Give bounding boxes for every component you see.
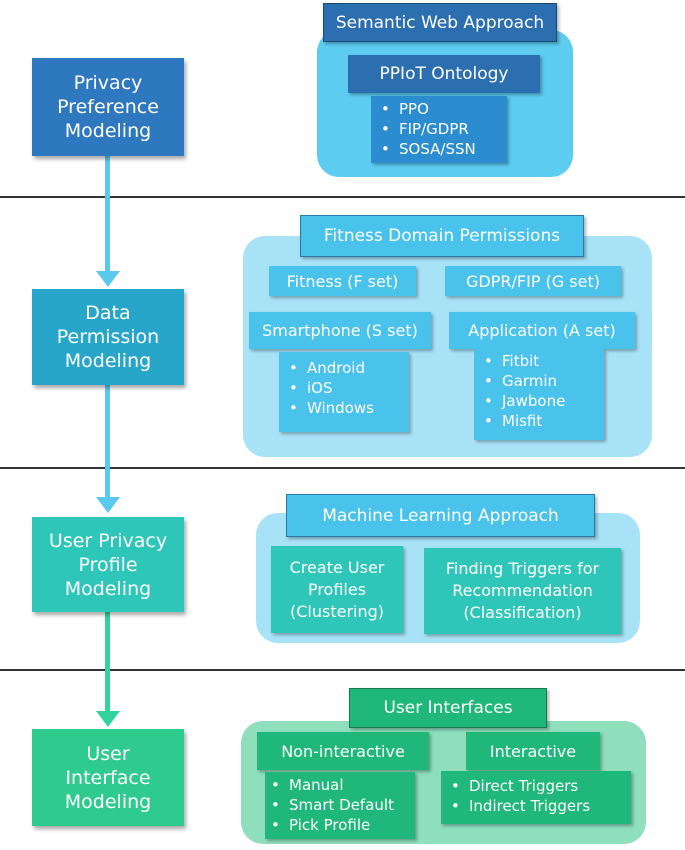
ontology-list: PPO FIP/GDPR SOSA/SSN <box>371 99 507 159</box>
ui-header: User Interfaces <box>349 688 547 728</box>
section-divider-2 <box>0 467 685 469</box>
create-user-profiles-box: Create User Profiles (Clustering) <box>271 546 403 633</box>
connector-1 <box>105 156 110 271</box>
stage-user-interface-modeling: User Interface Modeling <box>32 729 184 826</box>
list-item: Garmin <box>484 371 604 391</box>
arrow-down-icon <box>96 711 120 727</box>
list-item: FIP/GDPR <box>381 119 507 139</box>
non-interactive-items-box: Manual Smart Default Pick Profile <box>265 772 415 839</box>
section-divider-3 <box>0 669 685 671</box>
g-set-box: GDPR/FIP (G set) <box>445 266 621 296</box>
fitness-header: Fitness Domain Permissions <box>300 215 584 257</box>
arrow-down-icon <box>96 271 120 287</box>
list-item: Jawbone <box>484 391 604 411</box>
connector-3 <box>105 612 110 711</box>
list-item: Smart Default <box>271 795 415 815</box>
smartphone-list: Android iOS Windows <box>279 358 409 418</box>
stage-data-permission-modeling: Data Permission Modeling <box>32 289 184 385</box>
ml-header: Machine Learning Approach <box>286 494 595 537</box>
list-item: SOSA/SSN <box>381 139 507 159</box>
list-item: Pick Profile <box>271 815 415 835</box>
list-item: Direct Triggers <box>451 776 631 796</box>
list-item: Indirect Triggers <box>451 796 631 816</box>
interactive-items-box: Direct Triggers Indirect Triggers <box>441 771 631 824</box>
arrow-down-icon <box>96 497 120 513</box>
list-item: Misfit <box>484 411 604 431</box>
application-list: Fitbit Garmin Jawbone Misfit <box>474 351 604 431</box>
ontology-items-box: PPO FIP/GDPR SOSA/SSN <box>371 96 507 163</box>
s-set-box: Smartphone (S set) <box>249 312 431 349</box>
interactive-list: Direct Triggers Indirect Triggers <box>441 776 631 816</box>
application-items-box: Fitbit Garmin Jawbone Misfit <box>474 349 604 440</box>
finding-triggers-box: Finding Triggers for Recommendation (Cla… <box>424 548 621 634</box>
list-item: Fitbit <box>484 351 604 371</box>
section-divider-1 <box>0 196 685 198</box>
f-set-box: Fitness (F set) <box>269 266 416 296</box>
a-set-box: Application (A set) <box>449 312 635 349</box>
semantic-web-header: Semantic Web Approach <box>323 3 557 42</box>
stage-privacy-preference-modeling: Privacy Preference Modeling <box>32 58 184 156</box>
non-interactive-list: Manual Smart Default Pick Profile <box>265 775 415 835</box>
list-item: Android <box>289 358 409 378</box>
ppiot-ontology-box: PPIoT Ontology <box>348 55 540 93</box>
interactive-box: Interactive <box>466 732 600 770</box>
list-item: PPO <box>381 99 507 119</box>
connector-2 <box>105 385 110 497</box>
list-item: iOS <box>289 378 409 398</box>
non-interactive-box: Non-interactive <box>257 732 429 770</box>
stage-user-privacy-profile-modeling: User Privacy Profile Modeling <box>32 517 184 612</box>
smartphone-items-box: Android iOS Windows <box>279 352 409 432</box>
list-item: Manual <box>271 775 415 795</box>
list-item: Windows <box>289 398 409 418</box>
